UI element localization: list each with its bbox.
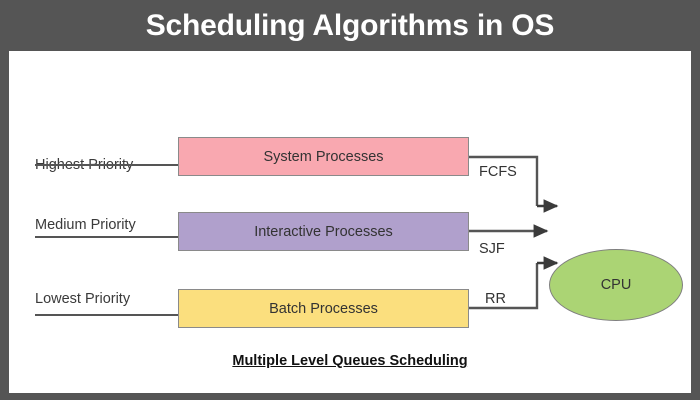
priority-label-lowest: Lowest Priority <box>35 291 131 307</box>
priority-line-medium <box>35 236 188 238</box>
queue-box-label: System Processes <box>263 148 384 165</box>
queue-box-label: Batch Processes <box>269 300 378 317</box>
connector-arrows <box>469 155 559 310</box>
algorithm-label-rr: RR <box>485 291 506 307</box>
algorithm-label-fcfs: FCFS <box>479 164 517 180</box>
priority-line-lowest <box>35 314 188 316</box>
cpu-node[interactable] <box>549 249 683 321</box>
diagram-canvas: Highest Priority Medium Priority Lowest … <box>9 51 691 393</box>
page-title: Scheduling Algorithms in OS <box>145 8 555 42</box>
arrow-path-rr <box>469 263 539 310</box>
queue-box-system-processes[interactable]: System Processes <box>178 137 469 176</box>
arrow-path-fcfs <box>469 155 539 206</box>
diagram-caption: Multiple Level Queues Scheduling <box>232 353 468 369</box>
queue-box-label: Interactive Processes <box>254 223 393 240</box>
queue-box-batch-processes[interactable]: Batch Processes <box>178 289 469 328</box>
priority-label-medium: Medium Priority <box>35 217 136 233</box>
header-bar: Scheduling Algorithms in OS <box>0 0 700 51</box>
priority-line-highest <box>35 164 188 166</box>
queue-box-interactive-processes[interactable]: Interactive Processes <box>178 212 469 251</box>
algorithm-label-sjf: SJF <box>479 241 505 257</box>
